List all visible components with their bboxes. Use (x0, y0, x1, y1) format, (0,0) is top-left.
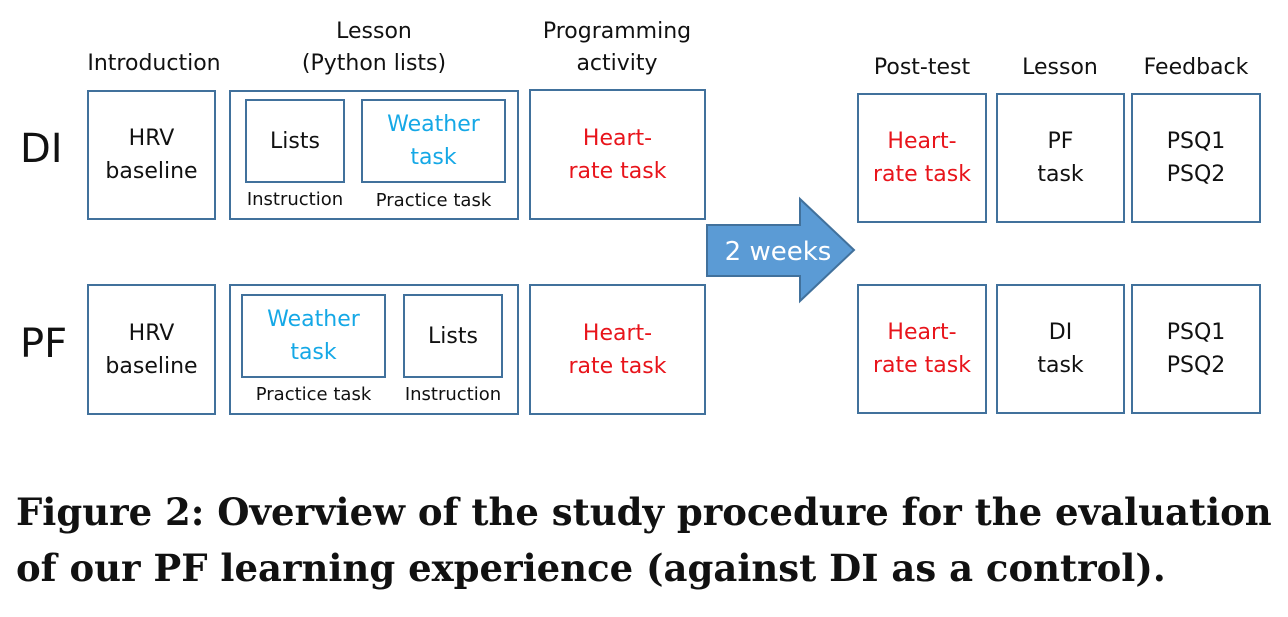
pf-activity-line2: rate task (568, 353, 667, 379)
di-posttest-line1: Heart- (887, 129, 957, 154)
pf-intro-line1: HRV (128, 320, 175, 346)
pf-lesson-instruction-label: Instruction (404, 384, 502, 405)
figure-caption: Figure 2: Overview of the study procedur… (16, 484, 1284, 596)
pf-lesson2-line1: DI (1048, 320, 1073, 345)
pf-activity-box: Heart- rate task (529, 284, 706, 415)
di-activity-box: Heart- rate task (529, 89, 706, 220)
pf-lesson2-line2: task (1037, 353, 1084, 378)
pf-lesson-practice-line1: Weather (267, 307, 360, 332)
di-feedback-box: PSQ1 PSQ2 (1131, 93, 1261, 223)
di-posttest-line2: rate task (873, 162, 971, 187)
caption-line1: Figure 2: Overview of the study procedur… (16, 490, 1272, 534)
pf-intro-line2: baseline (105, 353, 198, 379)
pf-lesson-instruction-box: Lists (403, 294, 503, 378)
header-lesson-line2: (Python lists) (301, 51, 447, 76)
di-lesson-practice-label: Practice task (375, 190, 492, 211)
di-posttest-box: Heart- rate task (857, 93, 987, 223)
pf-intro-box: HRV baseline (87, 284, 216, 415)
pf-lesson-practice-line2: task (290, 340, 337, 365)
di-feedback-line2: PSQ2 (1166, 162, 1226, 187)
header-posttest: Post-test (873, 55, 971, 80)
di-lesson-instruction-box: Lists (245, 99, 345, 183)
pf-feedback-line2: PSQ2 (1166, 353, 1226, 378)
pf-posttest-line2: rate task (873, 353, 971, 378)
pf-lesson2-box: DI task (996, 284, 1125, 414)
arrow-label: 2 weeks (725, 237, 832, 267)
caption-line2: of our PF learning experience (against D… (16, 546, 1166, 590)
condition-label-pf: PF (20, 321, 68, 367)
di-lesson-practice-box: Weather task (361, 99, 506, 183)
header-programming-line2: activity (576, 51, 658, 76)
di-activity-line1: Heart- (582, 125, 653, 151)
pf-lesson-practice-label: Practice task (255, 384, 372, 405)
di-lesson-practice-line1: Weather (387, 112, 480, 137)
header-introduction: Introduction (87, 51, 221, 76)
pf-feedback-line1: PSQ1 (1166, 320, 1226, 345)
pf-posttest-box: Heart- rate task (857, 284, 987, 414)
pf-lesson-instruction-text: Lists (428, 323, 478, 349)
di-lesson2-box: PF task (996, 93, 1125, 223)
di-lesson-instruction-text: Lists (270, 128, 320, 154)
di-lesson2-line2: task (1037, 162, 1084, 187)
header-lesson-line1: Lesson (336, 19, 412, 44)
header-programming-line1: Programming (542, 19, 692, 44)
header-programming-activity: Programming activity (524, 16, 710, 80)
header-feedback: Feedback (1143, 55, 1249, 80)
di-lesson-practice-line2: task (410, 145, 457, 170)
header-lesson: Lesson (Python lists) (229, 16, 519, 80)
pf-lesson-practice-box: Weather task (241, 294, 386, 378)
pf-activity-line1: Heart- (582, 320, 653, 346)
two-weeks-arrow: 2 weeks (706, 196, 856, 304)
condition-label-di: DI (20, 126, 63, 172)
pf-feedback-box: PSQ1 PSQ2 (1131, 284, 1261, 414)
pf-posttest-line1: Heart- (887, 320, 957, 345)
di-intro-line2: baseline (105, 159, 198, 184)
header-lesson2: Lesson (1022, 55, 1098, 80)
di-lesson-instruction-label: Instruction (246, 189, 344, 210)
di-intro-line1: HRV (128, 126, 175, 151)
di-lesson2-line1: PF (1047, 129, 1074, 154)
di-activity-line2: rate task (568, 158, 667, 184)
arrow-shape (706, 196, 856, 304)
di-feedback-line1: PSQ1 (1166, 129, 1226, 154)
di-intro-box: HRV baseline (87, 90, 216, 220)
